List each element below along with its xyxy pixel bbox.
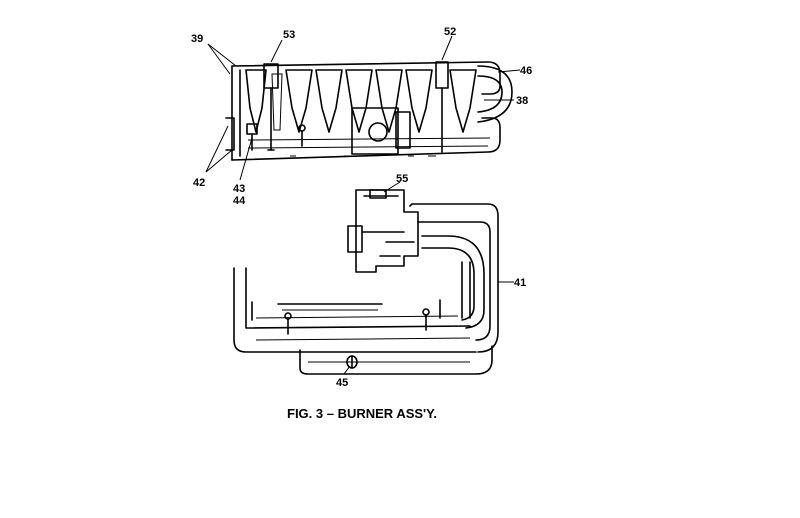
callout-38: 38 [516, 95, 528, 107]
screws-43-44 [246, 123, 306, 151]
callout-55: 55 [396, 173, 408, 185]
callout-42: 42 [193, 177, 205, 189]
callout-46: 46 [520, 65, 532, 77]
callout-44: 44 [233, 195, 246, 207]
flame-sensor-52 [435, 61, 449, 153]
leader-lines [205, 35, 521, 375]
orifice-block [351, 107, 411, 155]
igniter-53 [263, 63, 279, 151]
burner-tubes [245, 69, 477, 133]
callout-43: 43 [233, 183, 245, 195]
callout-41: 41 [514, 277, 526, 289]
upper-burner-assembly [225, 61, 513, 161]
callout-labels: 39 53 52 46 38 42 43 44 55 41 45 [191, 26, 532, 389]
clip-45 [346, 355, 358, 369]
callout-45: 45 [336, 377, 348, 389]
callout-53: 53 [283, 29, 295, 41]
callout-39: 39 [191, 33, 203, 45]
figure-caption: FIG. 3 – BURNER ASS'Y. [287, 406, 437, 421]
callout-52: 52 [444, 26, 456, 38]
lower-manifold-41 [233, 203, 499, 375]
gas-valve-55 [347, 189, 419, 273]
